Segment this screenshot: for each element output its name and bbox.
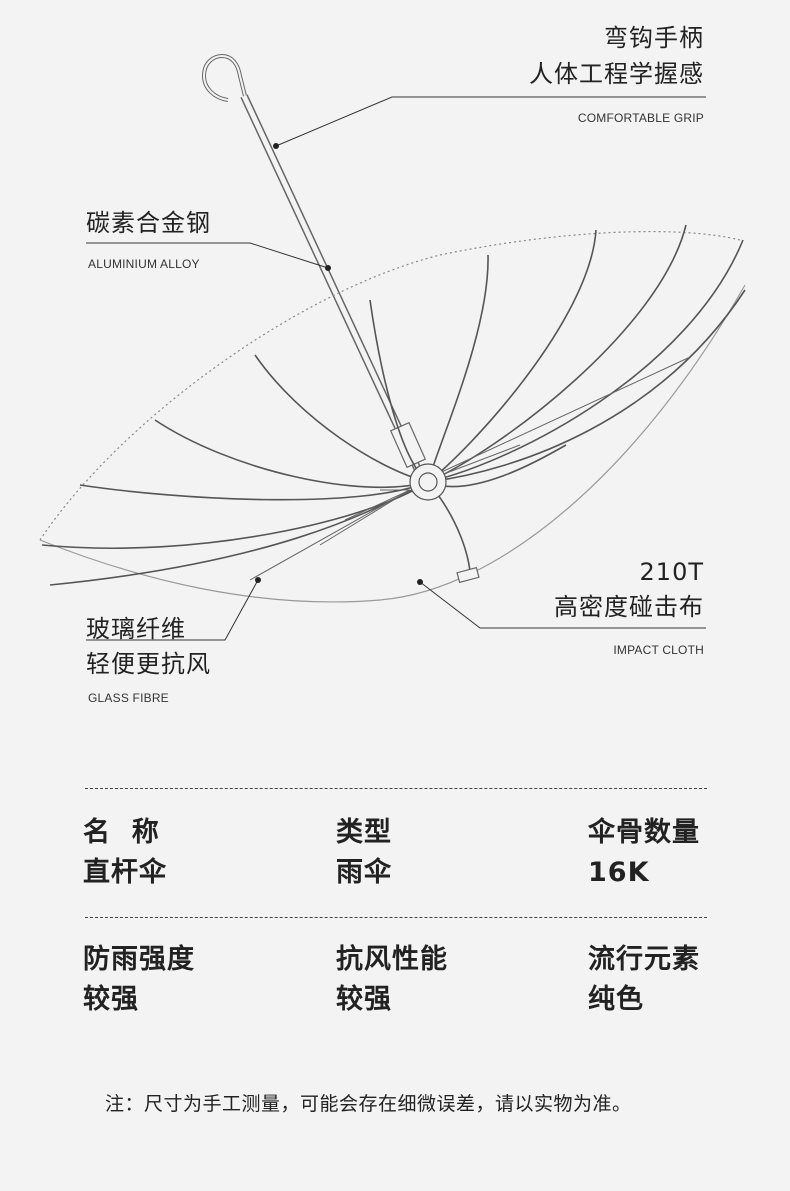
cloth-en-label: IMPACT CLOTH — [613, 643, 704, 657]
shaft-en-label: ALUMINIUM ALLOY — [88, 257, 200, 271]
spec-wind-resistance: 抗风性能 较强 — [336, 940, 448, 1020]
spec-key: 类型 — [336, 817, 392, 848]
grip-title-1: 弯钩手柄 — [604, 24, 704, 52]
measurement-note: 注：尺寸为手工测量，可能会存在细微误差，请以实物为准。 — [105, 1093, 632, 1115]
cloth-title-1: 210T — [639, 558, 704, 586]
spec-value: 直杆伞 — [83, 857, 167, 888]
spec-type: 类型 雨伞 — [336, 813, 392, 893]
spec-key: 伞骨数量 — [588, 817, 700, 848]
spec-value: 较强 — [83, 984, 139, 1015]
divider-top — [85, 788, 707, 789]
spec-key: 抗风性能 — [336, 944, 448, 975]
spec-key: 名 称 — [83, 817, 160, 848]
spec-value: 雨伞 — [336, 857, 392, 888]
spec-value: 16K — [588, 857, 650, 888]
spec-rain-resistance: 防雨强度 较强 — [83, 940, 195, 1020]
spec-value: 较强 — [336, 984, 392, 1015]
spec-key: 防雨强度 — [83, 944, 195, 975]
grip-title-2: 人体工程学握感 — [529, 60, 704, 88]
ribs-title-1: 玻璃纤维 — [86, 615, 186, 643]
spec-name: 名 称 直杆伞 — [83, 813, 167, 893]
spec-value: 纯色 — [588, 984, 644, 1015]
shaft-title: 碳素合金钢 — [86, 209, 211, 237]
spec-style: 流行元素 纯色 — [588, 940, 700, 1020]
spec-rib-count: 伞骨数量 16K — [588, 813, 700, 893]
spec-key: 流行元素 — [588, 944, 700, 975]
grip-en-label: COMFORTABLE GRIP — [577, 111, 704, 125]
ribs-title-2: 轻便更抗风 — [86, 650, 211, 678]
ribs-en-label: GLASS FIBRE — [88, 691, 169, 705]
divider-middle — [85, 917, 707, 918]
umbrella-illustration — [39, 53, 746, 641]
cloth-title-2: 高密度碰击布 — [554, 593, 704, 621]
